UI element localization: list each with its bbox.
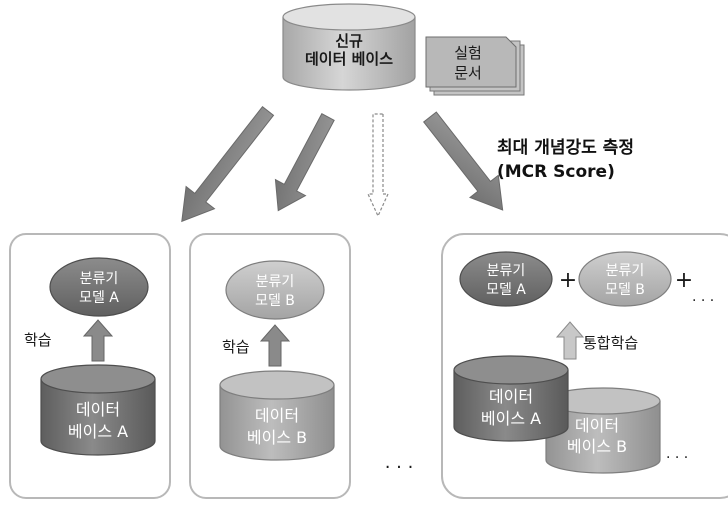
plus-sign-1: +: [559, 268, 577, 293]
model-b-line2: 모델 B: [255, 293, 295, 309]
source-database: 신규 데이터 베이스: [282, 3, 416, 91]
model-b-int-line1: 분류기: [606, 263, 645, 279]
ellipsis-between-panels: . . .: [385, 452, 414, 473]
model-a-line1: 분류기: [80, 271, 119, 287]
model-a-int-line2: 모델 A: [486, 282, 526, 298]
model-b-line1: 분류기: [256, 274, 295, 290]
arrow-to-panel-a: [181, 105, 275, 223]
classifier-model-a-integrated: 분류기 모델 A: [459, 251, 553, 307]
ellipsis-models: . . .: [692, 289, 714, 305]
source-db-line1: 신규: [335, 32, 363, 50]
database-a: 데이터 베이스 A: [40, 364, 156, 456]
model-a-int-line1: 분류기: [487, 263, 526, 279]
source-db-line2: 데이터 베이스: [305, 50, 393, 68]
db-a-int-line1: 데이터: [489, 387, 533, 406]
integrated-train-arrow: [555, 321, 585, 360]
db-a-int-line2: 베이스 A: [481, 409, 541, 428]
experiment-docs-line1: 실험: [454, 44, 482, 62]
mcr-label-line1: 최대 개념강도 측정: [497, 137, 634, 158]
classifier-model-a: 분류기 모델 A: [49, 257, 149, 317]
database-a-integrated: 데이터 베이스 A: [453, 355, 569, 442]
train-arrow-a: [82, 319, 114, 362]
classifier-model-b: 분류기 모델 B: [225, 260, 325, 320]
db-b-int-line1: 데이터: [575, 416, 619, 435]
panel-b: 분류기 모델 B 학습 데이터 베이스 B: [189, 233, 351, 499]
panel-c: 분류기 모델 A + 분류기 모델 B + . . . 통합학습 데이터 베이스…: [441, 233, 728, 499]
arrow-dashed-more: [367, 113, 389, 218]
ellipsis-dbs: . . .: [666, 446, 688, 462]
integrated-train-label: 통합학습: [583, 334, 638, 352]
classifier-model-b-integrated: 분류기 모델 B: [578, 251, 672, 307]
model-a-line2: 모델 A: [79, 290, 119, 306]
experiment-documents: 실험 문서: [425, 36, 525, 96]
panel-a: 분류기 모델 A 학습 데이터 베이스 A: [9, 233, 171, 499]
experiment-docs-line2: 문서: [454, 64, 482, 82]
train-label-a: 학습: [24, 331, 52, 349]
mcr-label-line2: (MCR Score): [497, 162, 615, 182]
db-b-int-line2: 베이스 B: [567, 437, 627, 456]
database-b-integrated: 데이터 베이스 B: [545, 387, 661, 474]
train-arrow-b: [259, 324, 291, 367]
model-b-int-line2: 모델 B: [605, 282, 645, 298]
arrow-to-panel-b: [274, 113, 335, 212]
db-a-line1: 데이터: [76, 400, 120, 419]
db-b-line1: 데이터: [255, 406, 299, 425]
database-b: 데이터 베이스 B: [219, 370, 335, 461]
db-b-line2: 베이스 B: [247, 428, 307, 447]
train-label-b: 학습: [222, 338, 250, 356]
arrow-to-panel-c: [422, 111, 504, 211]
plus-sign-2: +: [675, 268, 693, 293]
db-a-line2: 베이스 A: [68, 422, 128, 441]
